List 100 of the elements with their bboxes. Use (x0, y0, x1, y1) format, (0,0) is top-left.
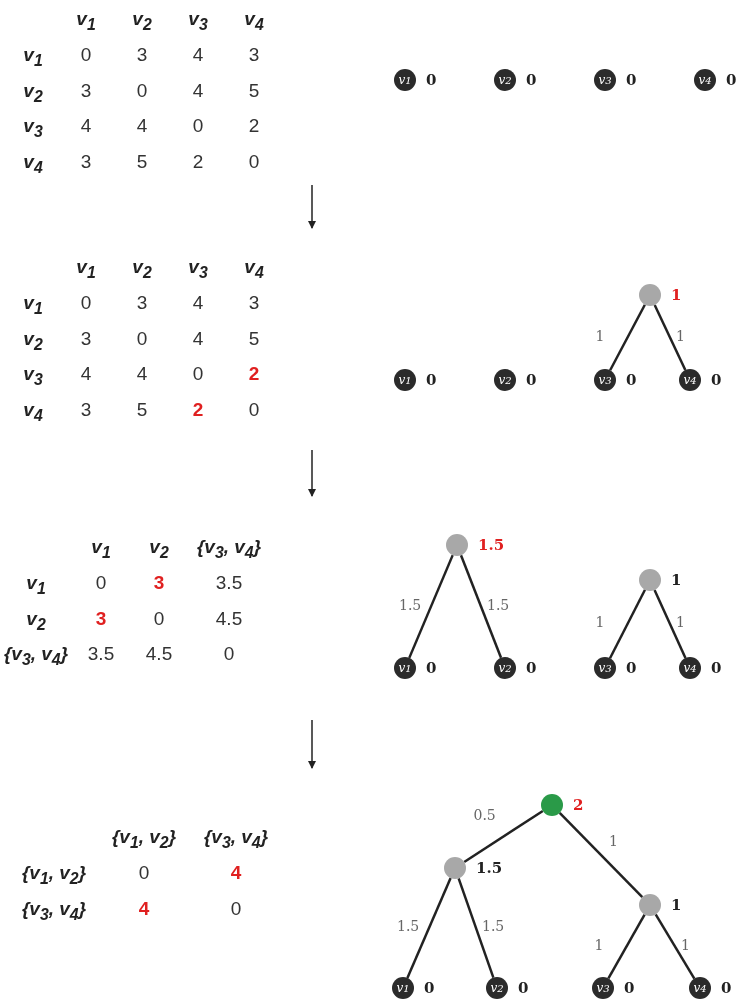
distance-value: 0 (229, 896, 243, 921)
distance-value: 2 (191, 150, 205, 175)
column-header: {v$_{3}$, v$_{4}$} (202, 825, 270, 853)
distance-value: 4 (191, 78, 205, 103)
node-height: 0 (426, 371, 437, 389)
distance-value: 5 (247, 326, 261, 351)
branch-length: 1 (594, 936, 604, 953)
column-header: v$_{2}$ (131, 7, 153, 35)
tree-branch (653, 304, 687, 371)
branch-length: 1 (676, 327, 685, 344)
row-header: v$_{2}$ (22, 78, 44, 107)
branch-length: 0.5 (473, 806, 496, 823)
row-header: v$_{1}$ (22, 42, 44, 71)
row-header: v$_{1}$ (25, 570, 47, 599)
branch-length: 1.5 (399, 596, 422, 613)
node-height: 0 (626, 659, 637, 677)
distance-value: 5 (135, 150, 149, 175)
node-height: 1 (671, 571, 682, 589)
column-header: v$_{1}$ (75, 255, 97, 283)
node-height: 0 (726, 71, 737, 89)
distance-value: 0 (247, 150, 261, 175)
distance-value: 3 (79, 326, 93, 351)
distance-value: 3 (135, 290, 149, 315)
node-height: 0 (526, 371, 537, 389)
distance-value: 4 (229, 860, 243, 885)
distance-value: 3 (247, 42, 261, 67)
distance-value: 4 (79, 114, 93, 139)
distance-value: 4.5 (214, 606, 244, 631)
node-height: 0 (426, 659, 437, 677)
node-height: 0 (626, 71, 637, 89)
distance-value: 3 (94, 606, 108, 631)
distance-value: 2 (247, 114, 261, 139)
node-height: 0 (711, 371, 722, 389)
distance-value: 0 (152, 606, 166, 631)
row-header: v$_{2}$ (25, 606, 47, 635)
column-header: v$_{4}$ (243, 7, 265, 35)
tree-branch (608, 589, 647, 659)
node-height: 0 (721, 979, 732, 997)
column-header: v$_{3}$ (187, 255, 209, 283)
branch-length: 1.5 (397, 918, 420, 934)
node-height: 0 (626, 371, 637, 389)
tree-branch (457, 877, 495, 979)
distance-value: 4 (191, 42, 205, 67)
row-header: {v$_{1}$, v$_{2}$} (20, 860, 88, 889)
tree-branch (408, 554, 454, 659)
tree-branch (558, 812, 644, 898)
column-header: v$_{4}$ (243, 255, 265, 283)
node-height: 2 (573, 796, 584, 814)
node-height: 1.5 (478, 536, 505, 554)
column-header: {v$_{3}$, v$_{4}$} (195, 535, 263, 563)
distance-value: 4 (135, 114, 149, 139)
distance-value: 4 (191, 326, 205, 351)
distance-value: 3 (79, 78, 93, 103)
distance-value: 3 (79, 150, 93, 175)
distance-value: 0 (247, 398, 261, 423)
column-header: v$_{2}$ (131, 255, 153, 283)
distance-value: 0 (94, 570, 108, 595)
node-height: 1 (671, 896, 682, 914)
branch-length: 1 (681, 936, 690, 953)
row-header: {v$_{3}$, v$_{4}$} (20, 896, 88, 925)
tree-branch (607, 913, 646, 980)
column-header: v$_{3}$ (187, 7, 209, 35)
column-header: v$_{1}$ (90, 535, 112, 563)
branch-length: 1.5 (482, 918, 505, 934)
distance-value: 0 (137, 860, 151, 885)
distance-value: 0 (135, 326, 149, 351)
distance-value: 0 (191, 114, 205, 139)
tree-branch (463, 809, 544, 864)
row-header: v$_{1}$ (22, 290, 44, 319)
distance-value: 4.5 (144, 642, 174, 667)
row-header: v$_{2}$ (22, 326, 44, 355)
column-header: {v$_{1}$, v$_{2}$} (110, 825, 178, 853)
distance-value: 0 (222, 642, 236, 667)
node-height: 0 (624, 979, 635, 997)
node-height: 0 (711, 659, 722, 677)
tree-branch (406, 877, 452, 979)
row-header: v$_{4}$ (22, 398, 44, 426)
row-header: {v$_{3}$, v$_{4}$} (2, 642, 70, 671)
distance-value: 3.5 (86, 642, 116, 667)
distance-value: 4 (191, 290, 205, 315)
node-height: 0 (426, 71, 437, 89)
tree-branch (609, 304, 646, 371)
distance-value: 0 (191, 362, 205, 387)
distance-value: 4 (79, 362, 93, 387)
distance-value: 0 (135, 78, 149, 103)
tree-branch (653, 589, 687, 659)
column-header: v$_{2}$ (148, 535, 170, 563)
distance-value: 3 (152, 570, 166, 595)
distance-value: 4 (135, 362, 149, 387)
distance-value: 3 (247, 290, 261, 315)
row-header: v$_{4}$ (22, 150, 44, 178)
branch-length: 1 (676, 614, 685, 630)
distance-value: 0 (79, 42, 93, 67)
branch-length: 1 (595, 327, 605, 344)
branch-length: 1.5 (487, 596, 510, 613)
tree-branch (654, 913, 696, 980)
distance-value: 3 (79, 398, 93, 423)
node-height: 0 (526, 659, 537, 677)
row-header: v$_{3}$ (22, 114, 44, 143)
distance-value: 2 (191, 398, 205, 423)
